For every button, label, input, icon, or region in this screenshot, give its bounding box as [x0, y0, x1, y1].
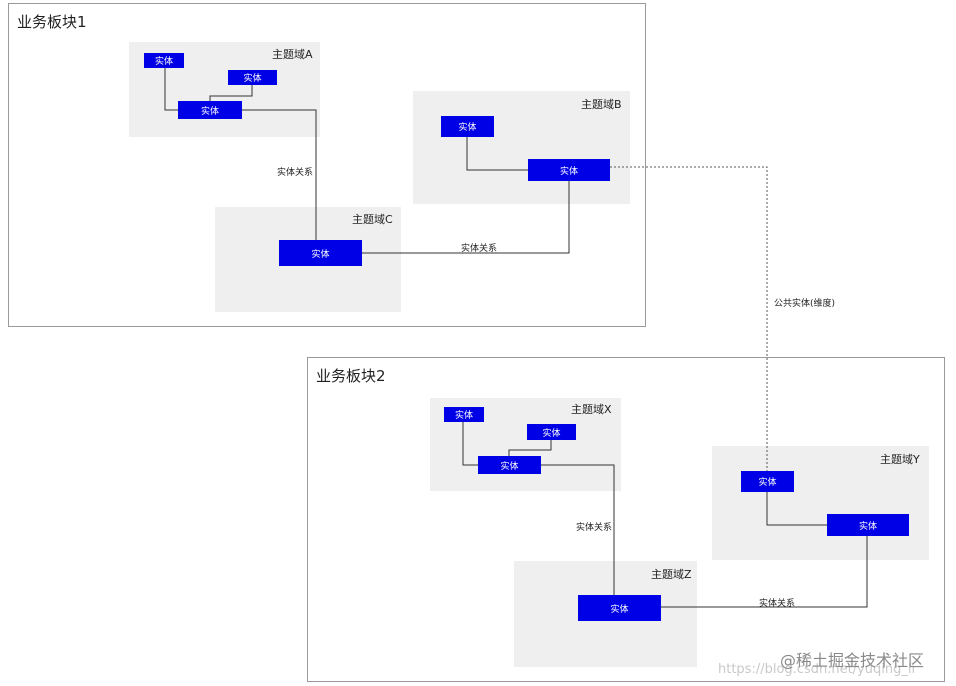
business-block-1-title: 业务板块1 — [17, 13, 87, 31]
entity-x3: 实体 — [478, 456, 541, 474]
entity-b2: 实体 — [528, 159, 610, 181]
entity-b1: 实体 — [441, 116, 494, 137]
entity-a1: 实体 — [144, 53, 184, 68]
domain-z-label: 主题域Z — [651, 568, 692, 581]
domain-a-label: 主题域A — [272, 48, 313, 61]
entity-x1: 实体 — [444, 407, 484, 422]
entity-z1: 实体 — [578, 595, 661, 621]
relation-label-x-z: 实体关系 — [576, 523, 613, 533]
entity-a2: 实体 — [228, 70, 277, 85]
entity-y2: 实体 — [827, 514, 909, 536]
watermark-text: @稀土掘金技术社区 — [780, 651, 925, 670]
relation-label-c-b: 实体关系 — [461, 244, 498, 254]
shared-entity-label: 公共实体(维度) — [774, 299, 836, 309]
entity-c1: 实体 — [279, 240, 362, 266]
relation-label-z-y: 实体关系 — [759, 599, 796, 609]
domain-x-label: 主题域X — [571, 403, 612, 416]
relation-label-a-c: 实体关系 — [277, 168, 314, 178]
watermark-url: https://blog.csdn.net/yuqing_li — [718, 662, 916, 677]
domain-y-label: 主题域Y — [880, 453, 920, 466]
domain-c-label: 主题域C — [352, 213, 393, 226]
entity-y1: 实体 — [741, 471, 794, 492]
entity-x2: 实体 — [527, 424, 576, 440]
domain-b-label: 主题域B — [581, 98, 622, 111]
business-block-2-title: 业务板块2 — [316, 367, 386, 385]
entity-a3: 实体 — [178, 101, 242, 119]
